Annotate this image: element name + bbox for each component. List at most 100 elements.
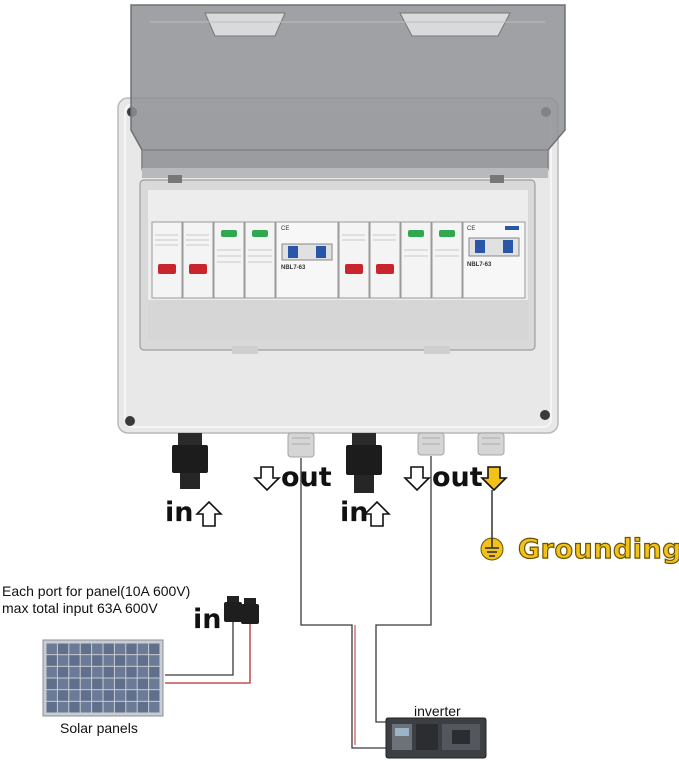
solar-cell [149,690,160,701]
fuse-holder [151,221,183,299]
grounding-label: Grounding [517,533,679,565]
inverter-device [385,717,487,759]
surge-protector [431,221,463,299]
solar-cell [114,690,126,701]
cable-gland-out [287,432,315,458]
solar-cell [137,678,149,690]
solar-cell [149,678,160,690]
arrow-down-icon [403,466,431,492]
circuit-breaker [462,221,526,299]
screw [125,416,135,426]
inverter-label: inverter [414,703,461,719]
in-label-1: in [165,497,194,528]
solar-cell [46,643,57,655]
cable-gland-out [417,432,445,456]
screw [540,410,550,420]
out-label-2: out [432,462,483,493]
solar-cell [57,690,69,701]
solar-cell [69,666,80,678]
arrow-up-icon [363,500,391,527]
solar-cell [103,666,114,678]
solar-cell [103,678,114,690]
solar-cell [80,678,92,690]
ground-symbol-icon [480,537,504,561]
surge-protector [244,221,276,299]
breaker-1-model: NBL7-63 [281,265,306,271]
fuse-holder [338,221,370,299]
fuse-holder [369,221,401,299]
solar-cell [92,701,103,713]
in-label-3: in [193,604,222,635]
cable-gland-ground [477,432,505,456]
solar-cell [137,643,149,655]
surge-protector [213,221,245,299]
solar-cell [114,666,126,678]
solar-cell [126,678,137,690]
solar-cell [69,678,80,690]
solar-cell [114,701,126,713]
solar-cell [149,666,160,678]
solar-cell [92,678,103,690]
solar-cell [137,690,149,701]
solar-cell [80,666,92,678]
arrow-up-icon [195,500,223,527]
solar-cell [126,655,137,666]
solar-cell [92,643,103,655]
solar-cell [46,655,57,666]
solar-cell [57,655,69,666]
mc4-connector-in [346,433,382,493]
breaker-2-model: NBL7-63 [467,262,492,268]
breaker-1-code: CE [281,226,290,232]
solar-cell [69,690,80,701]
pv-mc4-connector [224,596,259,624]
solar-cell [69,655,80,666]
solar-cell [92,666,103,678]
solar-cell [92,690,103,701]
spec-line-1: Each port for panel(10A 600V) [2,583,191,599]
solar-cell [137,655,149,666]
solar-cell [103,701,114,713]
solar-cell [80,643,92,655]
output-wire [375,456,432,723]
solar-cell [57,701,69,713]
surge-protector [400,221,432,299]
arrow-down-icon [253,466,281,492]
solar-cell [46,701,57,713]
ground-arrow-icon [480,466,508,492]
solar-cell [69,701,80,713]
solar-cell [46,678,57,690]
solar-cell [114,655,126,666]
solar-cell [92,655,103,666]
fuse-holder [182,221,214,299]
solar-panels-label: Solar panels [60,720,138,736]
solar-cell [103,643,114,655]
solar-cell [103,690,114,701]
solar-cell [57,678,69,690]
solar-cell [80,701,92,713]
spec-line-2: max total input 63A 600V [2,600,158,616]
solar-cell [69,643,80,655]
solar-cell [126,666,137,678]
solar-cell [57,643,69,655]
pv-wire [165,620,234,676]
solar-cell [126,701,137,713]
solar-cell [137,701,149,713]
solar-cell [57,666,69,678]
solar-cell [126,690,137,701]
solar-cell [80,655,92,666]
solar-cell [126,643,137,655]
solar-cell [149,643,160,655]
output-wire [300,458,397,749]
solar-cell [149,701,160,713]
in-label-2: in [340,497,369,528]
solar-cell [114,643,126,655]
solar-cell [149,655,160,666]
pv-wire-red [165,622,251,684]
solar-cell [103,655,114,666]
solar-cell [46,690,57,701]
solar-cell [137,666,149,678]
solar-cell [114,678,126,690]
solar-cell [46,666,57,678]
out-label-1: out [281,462,332,493]
